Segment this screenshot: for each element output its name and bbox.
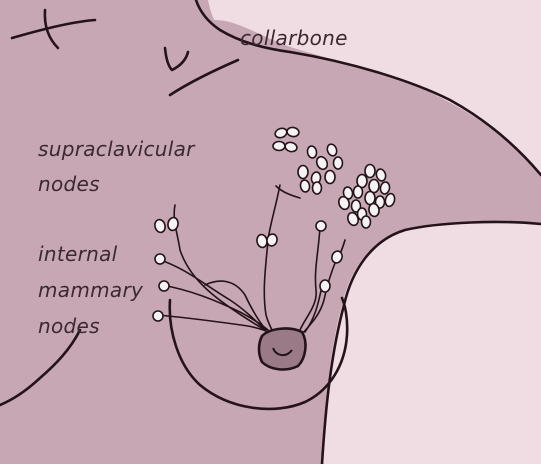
node-icon [320, 280, 330, 292]
node-icon [334, 157, 343, 169]
node-icon [298, 166, 308, 179]
supraclavicular-label-line2: nodes [38, 172, 100, 196]
nipple-icon [259, 329, 305, 370]
node-icon [273, 142, 285, 151]
supraclavicular-label-line1: supraclavicular [38, 137, 195, 161]
node-icon [155, 254, 165, 264]
internal-mammary-label-line1: internal [38, 242, 118, 266]
node-icon [365, 165, 375, 178]
node-icon [313, 182, 322, 194]
node-icon [354, 186, 363, 198]
node-icon [316, 221, 326, 231]
node-icon [153, 311, 163, 321]
collarbone-label: collarbone [240, 26, 348, 50]
node-icon [365, 192, 375, 205]
node-icon [369, 180, 379, 193]
internal-mammary-label-line2: mammary [38, 278, 143, 302]
node-icon [159, 281, 169, 291]
internal-mammary-label-line3: nodes [38, 314, 100, 338]
node-icon [325, 171, 335, 184]
node-icon [362, 216, 371, 228]
